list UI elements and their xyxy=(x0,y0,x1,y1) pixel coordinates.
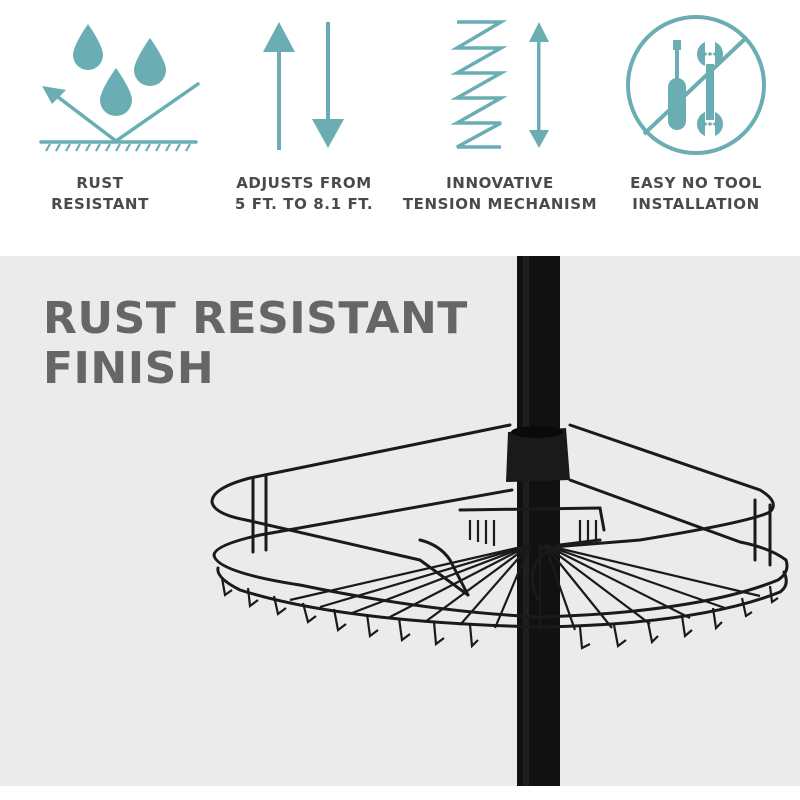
feature-rust-resistant: RUST RESISTANT xyxy=(8,0,208,256)
hero-headline: RUST RESISTANT FINISH xyxy=(43,294,468,394)
basket-wires xyxy=(289,520,761,631)
feature-label: RUST RESISTANT xyxy=(0,173,200,215)
hero-headline-line1: RUST RESISTANT xyxy=(43,293,468,344)
product-photo-panel: RUST RESISTANT FINISH xyxy=(0,256,800,786)
water-repel-icon xyxy=(39,24,200,152)
feature-label-line1: INNOVATIVE xyxy=(446,174,554,192)
feature-label-line2: RESISTANT xyxy=(51,195,149,213)
corner-basket xyxy=(210,423,789,629)
tension-spring-icon xyxy=(450,20,549,149)
feature-strip: RUST RESISTANT ADJUSTS FROM 5 FT. TO 8.1… xyxy=(0,0,800,256)
feature-label: EASY NO TOOL INSTALLATION xyxy=(596,173,796,215)
feature-label-line2: TENSION MECHANISM xyxy=(402,195,598,213)
feature-label: ADJUSTS FROM 5 FT. TO 8.1 FT. xyxy=(204,173,404,215)
feature-label-line1: RUST xyxy=(76,174,124,192)
hero-headline-line2: FINISH xyxy=(43,343,215,394)
feature-label-line2: 5 FT. TO 8.1 FT. xyxy=(234,195,374,213)
no-tools-icon xyxy=(626,15,766,155)
shower-caddy-image xyxy=(210,256,789,786)
feature-no-tool-installation: EASY NO TOOL INSTALLATION xyxy=(600,0,800,256)
feature-label-line2: INSTALLATION xyxy=(632,195,760,213)
feature-tension-mechanism: INNOVATIVE TENSION MECHANISM xyxy=(400,0,600,256)
feature-label-line1: EASY NO TOOL xyxy=(630,174,762,192)
feature-adjustable-height: ADJUSTS FROM 5 FT. TO 8.1 FT. xyxy=(200,0,400,256)
basket-hooks xyxy=(220,577,779,650)
feature-label-line1: ADJUSTS FROM xyxy=(236,174,372,192)
up-down-arrows-icon xyxy=(263,22,344,150)
caddy-collar xyxy=(506,428,570,482)
feature-label: INNOVATIVE TENSION MECHANISM xyxy=(400,173,600,215)
